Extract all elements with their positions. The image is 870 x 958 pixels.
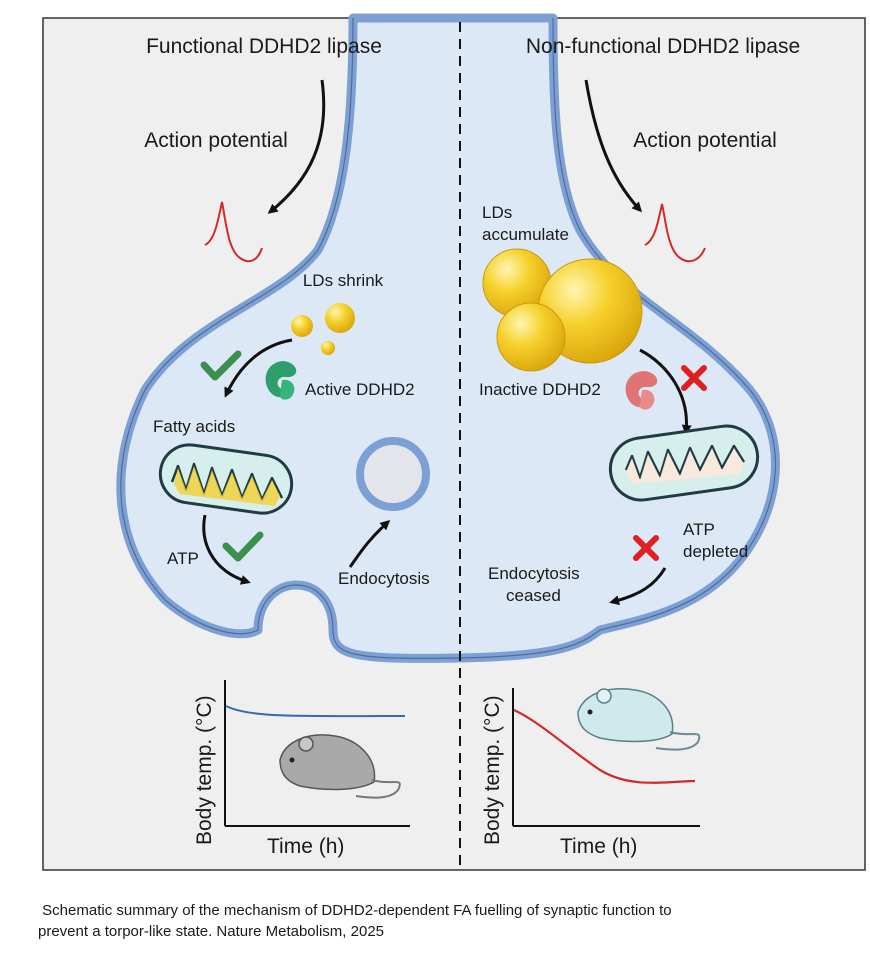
- figure-caption: Schematic summary of the mechanism of DD…: [38, 900, 858, 942]
- cross-icon: [633, 535, 659, 561]
- endocytosis-arrow: [348, 519, 391, 568]
- right-y-label: Body temp. (°C): [481, 695, 504, 845]
- right-temperature-graph: Body temp. (°C) Time (h): [481, 688, 701, 858]
- left-action-potential-arrow: [267, 79, 326, 214]
- right-atp-label-line2: depleted: [683, 542, 748, 561]
- right-lds-label-line2: accumulate: [482, 225, 569, 244]
- right-spike-trace: [644, 203, 706, 263]
- right-atp-label-line1: ATP: [683, 520, 715, 539]
- right-mitochondrion: [608, 424, 760, 502]
- right-atp-arrow: [609, 567, 667, 606]
- mouse-icon: [279, 734, 401, 799]
- lipid-droplet: [321, 341, 335, 355]
- check-icon: [222, 531, 264, 562]
- left-spike-trace: [204, 201, 263, 263]
- left-atp-arrow: [202, 514, 251, 585]
- left-y-label: Body temp. (°C): [193, 695, 216, 845]
- left-action-potential-label: Action potential: [144, 129, 288, 152]
- right-lipolysis-arrow: [639, 348, 692, 435]
- synaptic-vesicle: [356, 437, 430, 511]
- caption-line-1: Schematic summary of the mechanism of DD…: [38, 902, 672, 919]
- left-x-label: Time (h): [267, 835, 344, 858]
- lipid-droplet: [291, 315, 313, 337]
- cross-icon: [681, 365, 707, 391]
- right-action-potential-label: Action potential: [633, 129, 777, 152]
- left-title: Functional DDHD2 lipase: [146, 35, 382, 58]
- left-lipolysis-arrow: [224, 338, 293, 398]
- right-action-potential-arrow: [584, 79, 643, 213]
- mouse-icon: [577, 688, 701, 751]
- right-enzyme-label: Inactive DDHD2: [479, 380, 601, 399]
- right-title: Non-functional DDHD2 lipase: [526, 35, 800, 58]
- caption-line-2: prevent a torpor-like state. Nature Meta…: [38, 923, 385, 940]
- left-temperature-line: [225, 705, 406, 718]
- inactive-ddhd2-icon: [625, 371, 658, 410]
- right-endocytosis-label-line2: ceased: [506, 586, 561, 605]
- lipid-droplet: [496, 302, 566, 372]
- left-atp-label: ATP: [167, 549, 199, 568]
- right-temperature-line: [513, 709, 696, 784]
- left-mitochondrion: [158, 443, 294, 515]
- left-enzyme-label: Active DDHD2: [305, 380, 415, 399]
- fatty-acids-label: Fatty acids: [153, 417, 235, 436]
- right-x-label: Time (h): [560, 835, 637, 858]
- right-endocytosis-label-line1: Endocytosis: [488, 564, 580, 583]
- left-endocytosis-label: Endocytosis: [338, 569, 430, 588]
- left-lds-label: LDs shrink: [303, 271, 384, 290]
- right-lds-label-line1: LDs: [482, 203, 512, 222]
- left-temperature-graph: Body temp. (°C) Time (h): [193, 680, 410, 858]
- active-ddhd2-icon: [265, 361, 297, 400]
- check-icon: [200, 350, 242, 381]
- lipid-droplet: [325, 303, 355, 333]
